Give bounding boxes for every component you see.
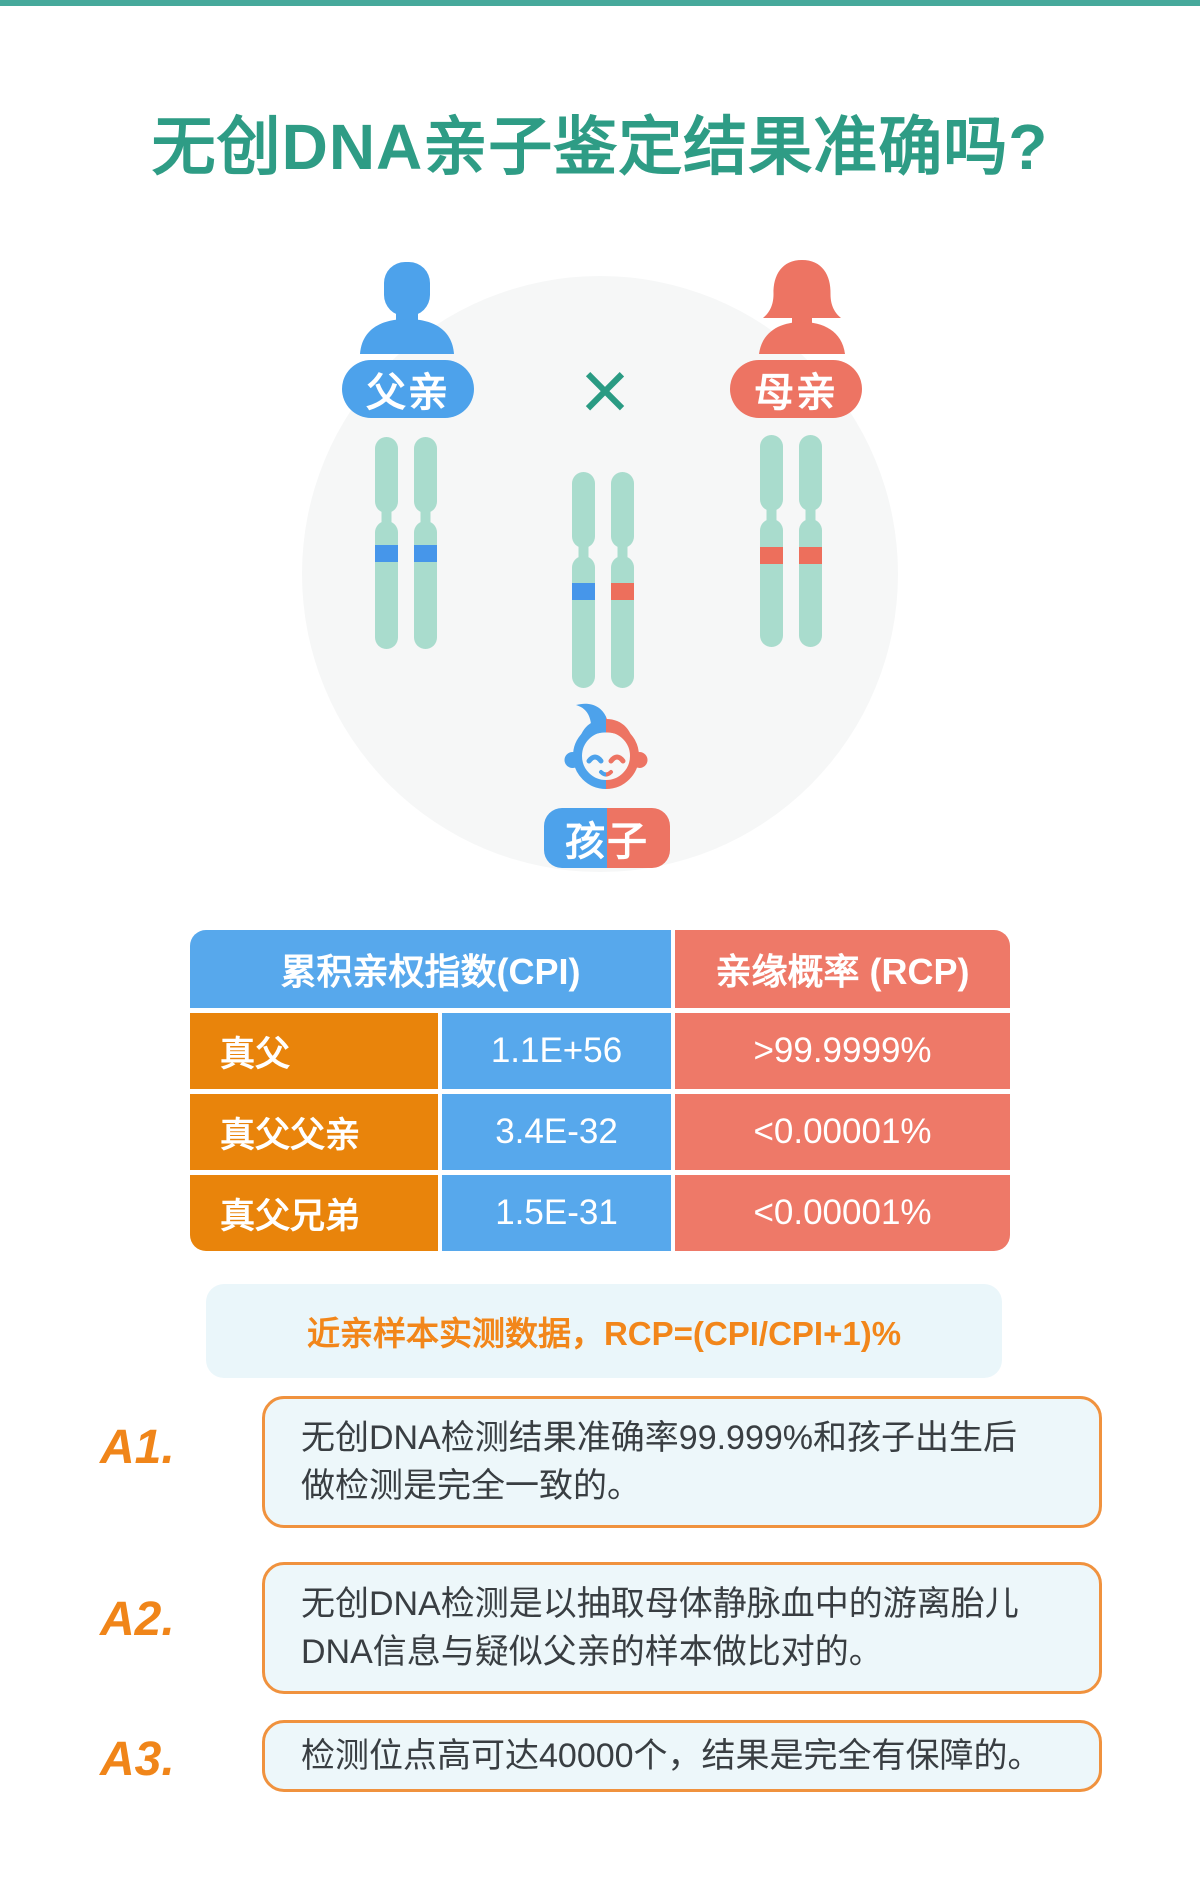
cpi-rcp-table: 累积亲权指数(CPI) 亲缘概率 (RCP) 真父 1.1E+56 >99.99…: [190, 930, 1010, 1251]
table-row-rcp: <0.00001%: [675, 1175, 1010, 1251]
mother-icon: [759, 260, 845, 354]
table-row-cpi: 3.4E-32: [442, 1094, 671, 1170]
father-label: 父亲: [342, 360, 474, 418]
table-row-label: 真父父亲: [190, 1094, 438, 1170]
answer-3-text: 检测位点高可达40000个，结果是完全有保障的。: [301, 1737, 1042, 1775]
cross-icon: ×: [579, 342, 631, 439]
father-icon: [360, 262, 454, 354]
table-row-cpi: 1.5E-31: [442, 1175, 671, 1251]
table-row-cpi: 1.1E+56: [442, 1013, 671, 1089]
answer-1-id: A1.: [100, 1421, 175, 1474]
table-row-label: 真父: [190, 1013, 438, 1089]
mother-label: 母亲: [730, 360, 862, 418]
table-row-label: 真父兄弟: [190, 1175, 438, 1251]
child-label: 孩子: [544, 808, 670, 868]
answer-2-id: A2.: [100, 1593, 175, 1646]
family-diagram: 父亲 × 母亲: [0, 0, 1200, 900]
table-note: 近亲样本实测数据，RCP=(CPI/CPI+1)%: [206, 1284, 1002, 1378]
answer-1-box: 无创DNA检测结果准确率99.999%和孩子出生后做检测是完全一致的。: [262, 1396, 1102, 1528]
page-title: 无创DNA亲子鉴定结果准确吗?: [151, 111, 1049, 183]
table-header-cpi: 累积亲权指数(CPI): [190, 930, 671, 1008]
table-row-rcp: <0.00001%: [675, 1094, 1010, 1170]
table-header-rcp: 亲缘概率 (RCP): [675, 930, 1010, 1008]
top-accent-bar: [0, 0, 1200, 6]
mother-chromosomes-icon: [760, 435, 822, 647]
baby-icon: [556, 698, 656, 798]
table-row-rcp: >99.9999%: [675, 1013, 1010, 1089]
father-chromosomes-icon: [375, 437, 437, 649]
answer-2-box: 无创DNA检测是以抽取母体静脉血中的游离胎儿DNA信息与疑似父亲的样本做比对的。: [262, 1562, 1102, 1694]
answer-1-text: 无创DNA检测结果准确率99.999%和孩子出生后做检测是完全一致的。: [301, 1419, 1018, 1505]
answer-3-id: A3.: [100, 1733, 175, 1786]
child-chromosomes-icon: [572, 472, 634, 688]
answer-2-text: 无创DNA检测是以抽取母体静脉血中的游离胎儿DNA信息与疑似父亲的样本做比对的。: [301, 1585, 1019, 1671]
answer-3-box: 检测位点高可达40000个，结果是完全有保障的。: [262, 1720, 1102, 1792]
